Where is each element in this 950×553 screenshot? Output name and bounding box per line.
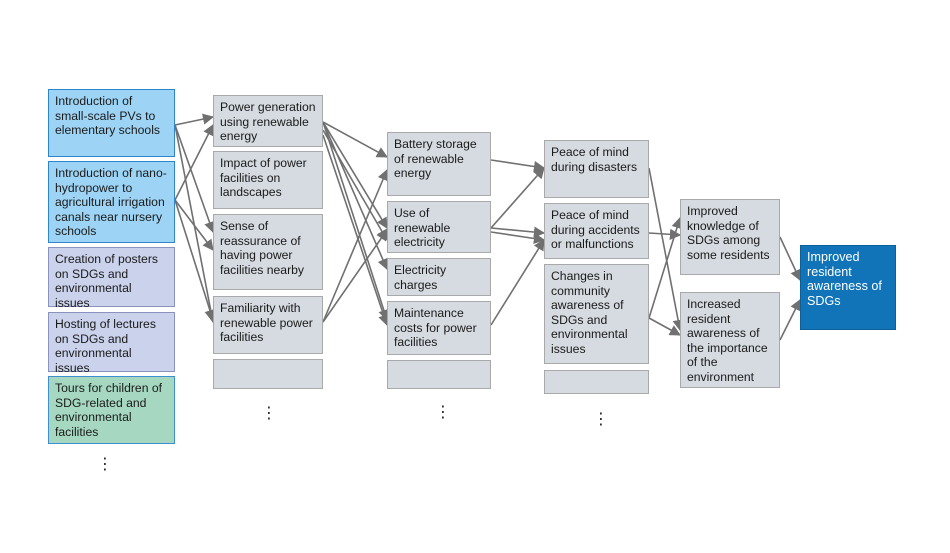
node-renewable-electricity: Use of renewable electricity — [387, 201, 491, 253]
connector-arrow — [322, 121, 390, 322]
node-tours: Tours for children of SDG-related and en… — [48, 376, 175, 444]
ellipsis-col1: ⋮ — [97, 456, 113, 473]
node-maintenance-costs: Maintenance costs for power facilities — [387, 301, 491, 355]
node-improved-resident-awareness: Improved resident awareness of SDGs — [800, 245, 896, 330]
node-posters: Creation of posters on SDGs and environm… — [48, 247, 175, 310]
connector-arrow — [322, 229, 388, 323]
node-lectures: Hosting of lectures on SDGs and environm… — [48, 312, 175, 375]
connector-arrow — [779, 236, 801, 282]
connector-arrow — [490, 239, 545, 326]
node-community-awareness: Changes in community awareness of SDGs a… — [544, 264, 649, 364]
connector-arrow — [322, 129, 388, 241]
connector-arrow — [648, 167, 684, 332]
node-power-generation: Power generation using renewable energy — [213, 95, 323, 147]
node-landscape-impact: Impact of power facilities on landscapes — [213, 151, 323, 209]
node-small-scale-pv: Introduction of small-scale PVs to eleme… — [48, 89, 175, 157]
node-col4-empty — [544, 370, 649, 394]
connector-arrow — [322, 121, 388, 229]
node-nano-hydropower: Introduction of nano-hydropower to agric… — [48, 161, 175, 243]
connector-arrow — [174, 124, 217, 324]
ellipsis-col3: ⋮ — [435, 404, 451, 421]
connector-arrow — [648, 317, 681, 336]
node-peace-disasters: Peace of mind during disasters — [544, 140, 649, 198]
connector-arrow — [490, 167, 545, 229]
node-electricity-charges: Electricity charges — [387, 258, 491, 296]
connector-arrow — [174, 199, 216, 322]
connector-arrow — [174, 113, 215, 126]
node-improved-knowledge: Improved knowledge of SDGs among some re… — [680, 199, 780, 275]
ellipsis-col4: ⋮ — [593, 411, 609, 428]
connector-arrow — [322, 121, 388, 158]
connector-arrow — [174, 124, 214, 201]
connector-arrow — [174, 124, 215, 234]
ellipsis-col2: ⋮ — [261, 405, 277, 422]
connector-arrow — [322, 134, 390, 327]
connector-arrow — [648, 216, 683, 319]
connector-arrow — [779, 298, 801, 341]
connector-arrow — [490, 226, 546, 238]
connector-arrow — [490, 159, 546, 173]
node-col3-empty — [387, 360, 491, 389]
node-increased-awareness: Increased resident awareness of the impo… — [680, 292, 780, 388]
node-sense-of-reassurance: Sense of reassurance of having power fac… — [213, 214, 323, 290]
connector-arrow — [490, 231, 546, 245]
node-peace-accidents: Peace of mind during accidents or malfun… — [544, 203, 649, 259]
node-familiarity: Familiarity with renewable power facilit… — [213, 296, 323, 354]
connector-arrow — [174, 199, 214, 251]
node-battery-storage: Battery storage of renewable energy — [387, 132, 491, 196]
connector-arrow — [322, 168, 389, 323]
node-col2-empty — [213, 359, 323, 389]
